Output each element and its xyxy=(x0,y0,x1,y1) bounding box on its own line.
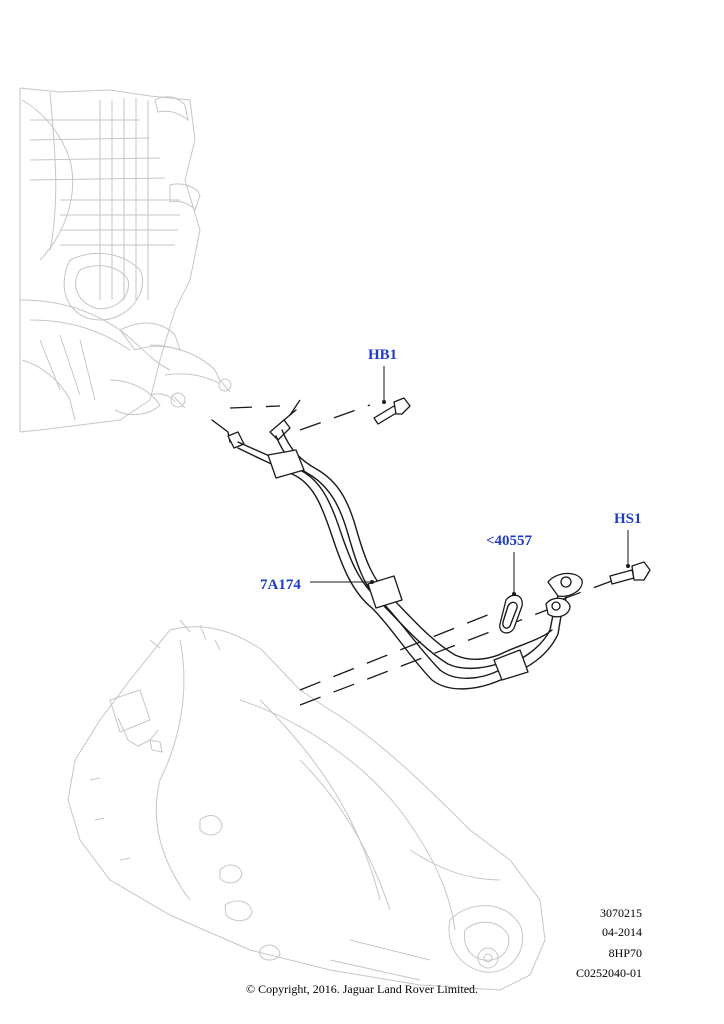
copyright-notice: © Copyright, 2016. Jaguar Land Rover Lim… xyxy=(245,982,479,996)
bolt-hb1 xyxy=(373,397,411,425)
callout-hb1[interactable]: HB1 xyxy=(368,347,398,363)
diagram-code: C0252040-01 xyxy=(576,966,642,980)
seal-leader-dot xyxy=(512,592,516,596)
seal-40557 xyxy=(499,594,523,634)
bolt-hs1 xyxy=(609,561,651,585)
hb1-leader-dot xyxy=(382,400,386,404)
pipe-leader-dot xyxy=(370,580,374,584)
leader-lines xyxy=(310,366,630,596)
cooler-pipe-assembly xyxy=(211,409,583,690)
alignment-dashes xyxy=(229,399,621,706)
callout-pipe[interactable]: 7A174 xyxy=(260,577,301,593)
callout-seal[interactable]: <40557 xyxy=(486,533,533,549)
illustration-number: 3070215 xyxy=(600,906,642,920)
transmission-code: 8HP70 xyxy=(608,946,642,960)
hs1-leader-dot xyxy=(626,564,630,568)
illustration-date: 04-2014 xyxy=(602,925,642,939)
callout-hs1[interactable]: HS1 xyxy=(614,511,642,527)
radiator-assembly xyxy=(19,87,232,433)
transmission-housing xyxy=(67,619,546,991)
